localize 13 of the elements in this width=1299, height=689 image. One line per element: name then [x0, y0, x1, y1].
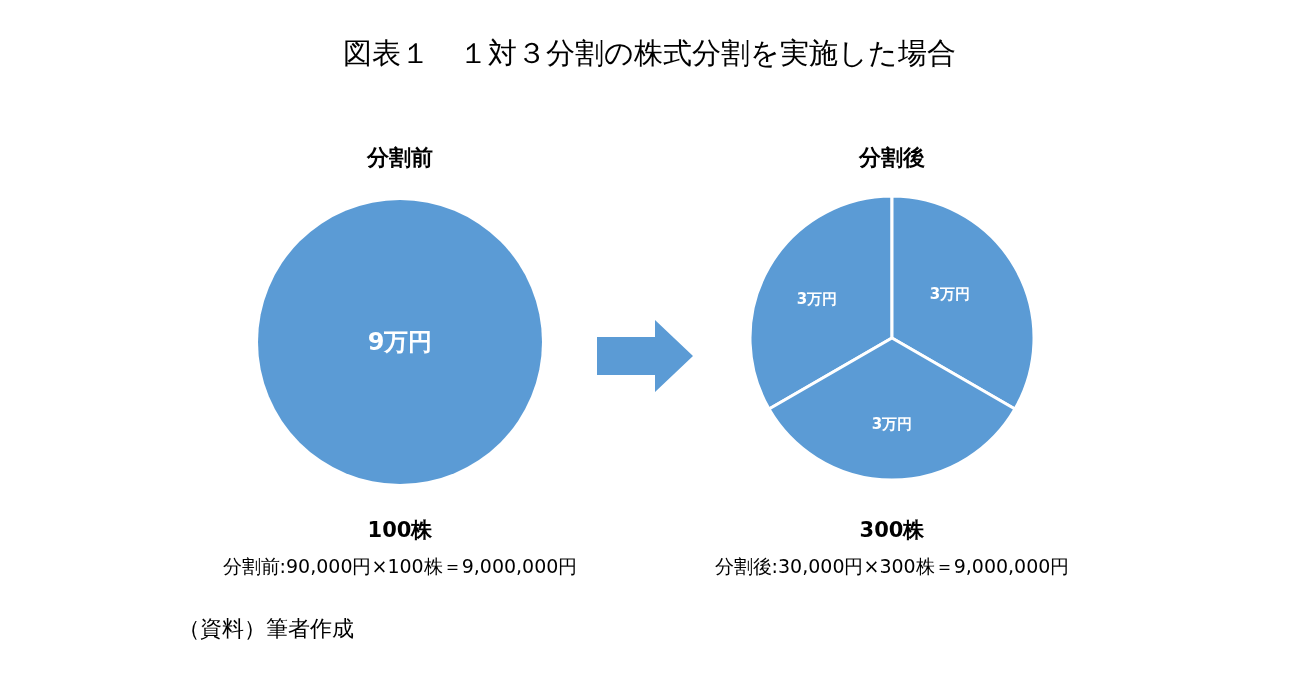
share-count: 100株 — [366, 517, 434, 544]
slice-label: 3万円 — [871, 414, 913, 434]
formula-text: 分割後:30,000円×300株＝9,000,000円 — [713, 554, 1071, 579]
title: 図表１ １対３分割の株式分割を実施した場合 — [342, 35, 957, 72]
heading: 分割後 — [858, 144, 926, 172]
heading: 分割前 — [366, 144, 434, 172]
caption: （資料）筆者作成 — [178, 615, 354, 643]
block-arrow — [597, 320, 693, 392]
formula-text: 分割前:90,000円×100株＝9,000,000円 — [221, 554, 579, 579]
slice-label: 3万円 — [929, 284, 971, 304]
circle-label: 9万円 — [367, 327, 433, 358]
share-count: 300株 — [858, 517, 926, 544]
slice-label: 3万円 — [796, 289, 838, 309]
